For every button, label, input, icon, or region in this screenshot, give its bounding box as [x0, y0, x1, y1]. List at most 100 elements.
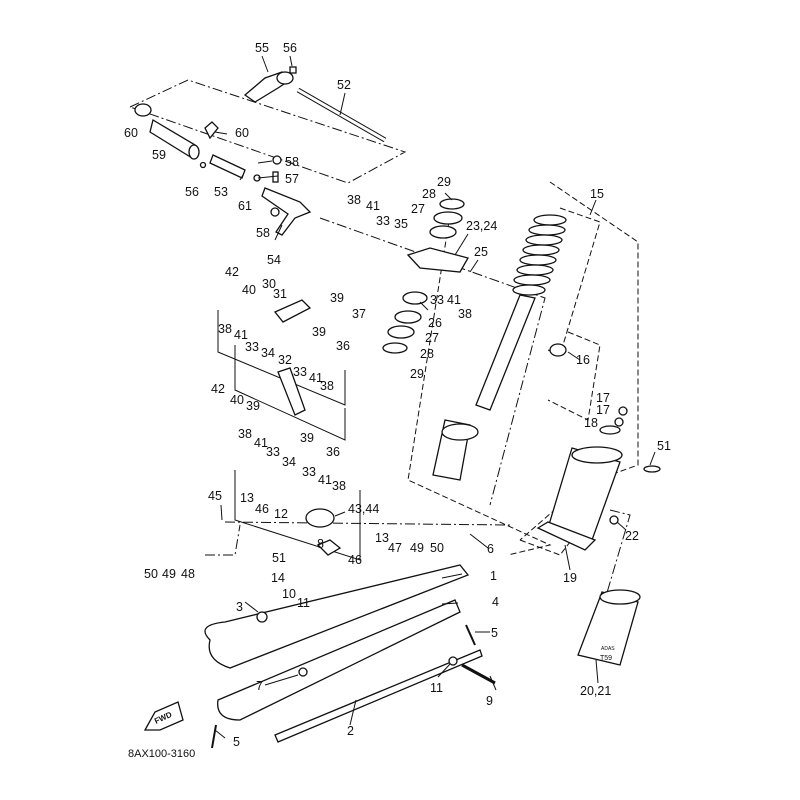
- link-30-31: [273, 299, 312, 323]
- callout-46: 46: [255, 502, 269, 516]
- callout-27: 27: [425, 331, 439, 345]
- callout-11: 11: [430, 681, 443, 695]
- drawing-code: 8AX100-3160: [128, 748, 195, 760]
- callout-52: 52: [337, 78, 351, 92]
- callout-36: 36: [336, 339, 350, 353]
- ring-29-lower: [382, 342, 408, 354]
- callout-33: 33: [293, 365, 307, 379]
- spacer-16: [549, 343, 567, 357]
- callout-29: 29: [437, 175, 451, 189]
- ring-28-upper: [433, 211, 463, 225]
- callout-39: 39: [312, 325, 326, 339]
- callout-22: 22: [625, 529, 639, 543]
- callout-58: 58: [285, 155, 299, 169]
- callout-39: 39: [246, 399, 260, 413]
- callout-57: 57: [285, 172, 299, 186]
- pivot-43-44: [305, 508, 335, 528]
- callout-4: 4: [492, 595, 499, 609]
- callout-28: 28: [420, 347, 434, 361]
- callout-13: 13: [240, 491, 254, 505]
- column-59-end: [188, 144, 200, 160]
- callout-33: 33: [430, 293, 444, 307]
- callout-11: 11: [297, 596, 310, 610]
- ring-27-upper: [429, 225, 457, 239]
- nut-58-upper: [272, 155, 282, 165]
- callout-labels: 55 56 52 60 60 59 58 57 56 53 61 58 54 2…: [124, 41, 671, 760]
- callout-38: 38: [218, 322, 232, 336]
- callout-23-24: 23,24: [466, 219, 497, 233]
- callout-48: 48: [181, 567, 195, 581]
- callout-5: 5: [233, 735, 240, 749]
- link-group-outline-upper: [319, 217, 546, 506]
- washer-11-lower: [448, 656, 458, 666]
- group-outlines: [129, 79, 639, 651]
- callout-49: 49: [410, 541, 424, 555]
- link-32: [277, 367, 306, 416]
- ring-27-lower: [394, 310, 422, 324]
- callout-19: 19: [563, 571, 577, 585]
- callout-27: 27: [411, 202, 425, 216]
- callout-31: 31: [273, 287, 287, 301]
- bolt-5-right: [465, 624, 476, 646]
- callout-55: 55: [255, 41, 269, 55]
- tube-marking-2: T59: [600, 655, 612, 662]
- centerline-48: [205, 524, 241, 556]
- callout-17: 17: [596, 403, 610, 417]
- nut-56-lower: [199, 161, 207, 169]
- callout-60: 60: [235, 126, 249, 140]
- strut-flange: [441, 423, 479, 441]
- callout-17: 17: [596, 391, 610, 405]
- fwd-arrow-icon: [143, 701, 184, 731]
- collar-26: [402, 291, 428, 305]
- callout-56: 56: [185, 185, 199, 199]
- shock-body-cap: [571, 446, 623, 464]
- nut-17-a: [618, 406, 628, 416]
- block-8: [316, 539, 342, 556]
- nut-3: [256, 611, 268, 623]
- callout-51: 51: [272, 551, 286, 565]
- shaft-52-inner: [297, 88, 386, 142]
- bolt-56-top: [289, 66, 297, 74]
- callout-28: 28: [422, 187, 436, 201]
- callout-39: 39: [300, 431, 314, 445]
- callout-34: 34: [261, 346, 275, 360]
- callout-7: 7: [256, 679, 263, 693]
- washer-7: [298, 667, 308, 677]
- callout-3: 3: [236, 600, 243, 614]
- shock-flange-19: [536, 521, 597, 551]
- callout-42: 42: [225, 265, 239, 279]
- callout-14: 14: [271, 571, 285, 585]
- callout-18: 18: [584, 416, 598, 430]
- runner-2: [274, 649, 483, 743]
- callout-58: 58: [256, 226, 270, 240]
- callout-46: 46: [348, 553, 362, 567]
- callout-40: 40: [230, 393, 244, 407]
- callout-5: 5: [491, 626, 498, 640]
- callout-25: 25: [474, 245, 488, 259]
- leader-lines: [214, 55, 656, 739]
- callout-45: 45: [208, 489, 222, 503]
- callout-6: 6: [487, 542, 494, 556]
- callout-37: 37: [352, 307, 366, 321]
- callout-60: 60: [124, 126, 138, 140]
- callout-33: 33: [266, 445, 280, 459]
- bolt-22: [609, 515, 619, 525]
- callout-1: 1: [490, 569, 497, 583]
- callout-50: 50: [144, 567, 158, 581]
- sleeve-top: [599, 589, 641, 605]
- callout-42: 42: [211, 382, 225, 396]
- callout-51: 51: [657, 439, 671, 453]
- lower-shock-outline: [519, 489, 611, 556]
- callout-10: 10: [282, 587, 296, 601]
- callout-56: 56: [283, 41, 297, 55]
- callout-13: 13: [375, 531, 389, 545]
- bolt-9: [461, 663, 496, 685]
- callout-33: 33: [376, 214, 390, 228]
- callout-41: 41: [254, 436, 268, 450]
- callout-38: 38: [238, 427, 252, 441]
- callout-30: 30: [262, 277, 276, 291]
- washer-18: [599, 425, 621, 435]
- lower-link-box: [234, 470, 361, 561]
- callout-20-21: 20,21: [580, 684, 611, 698]
